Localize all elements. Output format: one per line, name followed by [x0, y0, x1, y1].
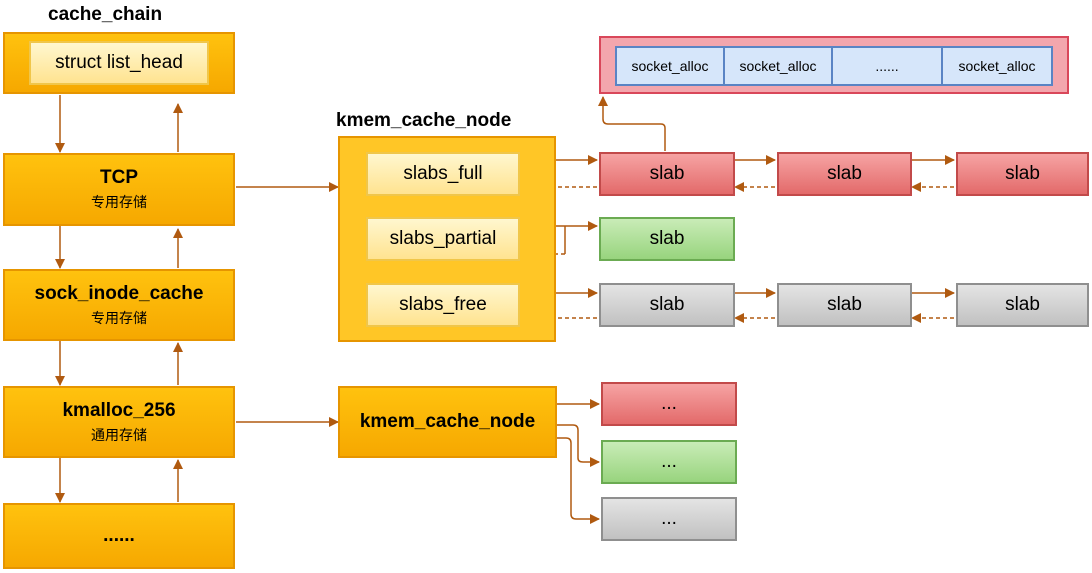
sock-inode-cache-block: sock_inode_cache 专用存储 — [3, 269, 235, 341]
socket-alloc-cell-1: socket_alloc — [615, 46, 725, 86]
kmem-cache-node-2-label: kmem_cache_node — [359, 411, 536, 432]
free-slab-3: slab — [956, 283, 1089, 327]
list-head-block: struct list_head — [3, 32, 235, 94]
ellipsis-green-label: ... — [661, 451, 677, 472]
slabs-partial-slot: slabs_partial — [366, 217, 520, 261]
full-slab-2-label: slab — [827, 163, 862, 184]
partial-slab-1: slab — [599, 217, 735, 261]
sock-inode-cache-sub: 专用存储 — [91, 309, 147, 326]
socket-alloc-cell-1-label: socket_alloc — [631, 58, 709, 74]
tcp-cache-name: TCP — [100, 167, 138, 188]
kmem-cache-node-title: kmem_cache_node — [336, 110, 512, 131]
full-slab-1-label: slab — [649, 163, 685, 184]
socket-alloc-cell-4-label: socket_alloc — [958, 58, 1036, 74]
free-slab-2: slab — [777, 283, 912, 327]
kmalloc-256-sub: 通用存储 — [91, 426, 147, 443]
slabs-full-label: slabs_full — [403, 163, 483, 184]
sock-inode-cache-name: sock_inode_cache — [34, 282, 204, 304]
free-slab-3-label: slab — [1005, 294, 1040, 315]
kmalloc-256-block: kmalloc_256 通用存储 — [3, 386, 235, 458]
kmem-cache-node-2: kmem_cache_node — [338, 386, 557, 458]
ellipsis-red-label: ... — [661, 393, 677, 414]
slabs-full-slot: slabs_full — [366, 152, 520, 196]
full-slab-1: slab — [599, 152, 735, 196]
free-slab-2-label: slab — [827, 294, 862, 315]
more-caches-block: ...... — [3, 503, 235, 569]
kmalloc-256-name: kmalloc_256 — [62, 399, 176, 421]
ellipsis-green-box: ... — [601, 440, 737, 484]
slabs-free-label: slabs_free — [399, 294, 487, 315]
partial-slab-1-label: slab — [649, 228, 685, 249]
node2-to-green-arrow — [557, 424, 600, 467]
free-slab-1: slab — [599, 283, 735, 327]
slabs-free-slot: slabs_free — [366, 283, 520, 327]
socket-alloc-cell-2: socket_alloc — [723, 46, 833, 86]
tcp-cache-sub: 专用存储 — [91, 194, 147, 210]
ellipsis-red-box: ... — [601, 382, 737, 426]
cache-chain-title: cache_chain — [48, 4, 163, 25]
full-slab-2: slab — [777, 152, 912, 196]
node2-to-gray-arrow — [557, 437, 600, 524]
more-caches-label: ...... — [103, 525, 135, 546]
ellipsis-gray-box: ... — [601, 497, 737, 541]
slabs-partial-label: slabs_partial — [389, 228, 497, 249]
socket-alloc-cell-3: ...... — [831, 46, 943, 86]
free-slab-1-label: slab — [649, 294, 685, 315]
socket-alloc-cell-3-label: ...... — [875, 58, 899, 74]
full-slab-3-label: slab — [1005, 163, 1040, 184]
full-slab-3: slab — [956, 152, 1089, 196]
ellipsis-gray-label: ... — [661, 508, 677, 529]
socket-alloc-group: socket_alloc socket_alloc ...... socket_… — [599, 36, 1069, 94]
slab-to-socket-arrow — [598, 96, 666, 151]
list-head-slot: struct list_head — [29, 41, 209, 85]
list-head-label: struct list_head — [55, 52, 183, 73]
tcp-cache-block: TCP 专用存储 — [3, 153, 235, 226]
socket-alloc-cell-4: socket_alloc — [941, 46, 1053, 86]
socket-alloc-cell-2-label: socket_alloc — [739, 58, 817, 74]
